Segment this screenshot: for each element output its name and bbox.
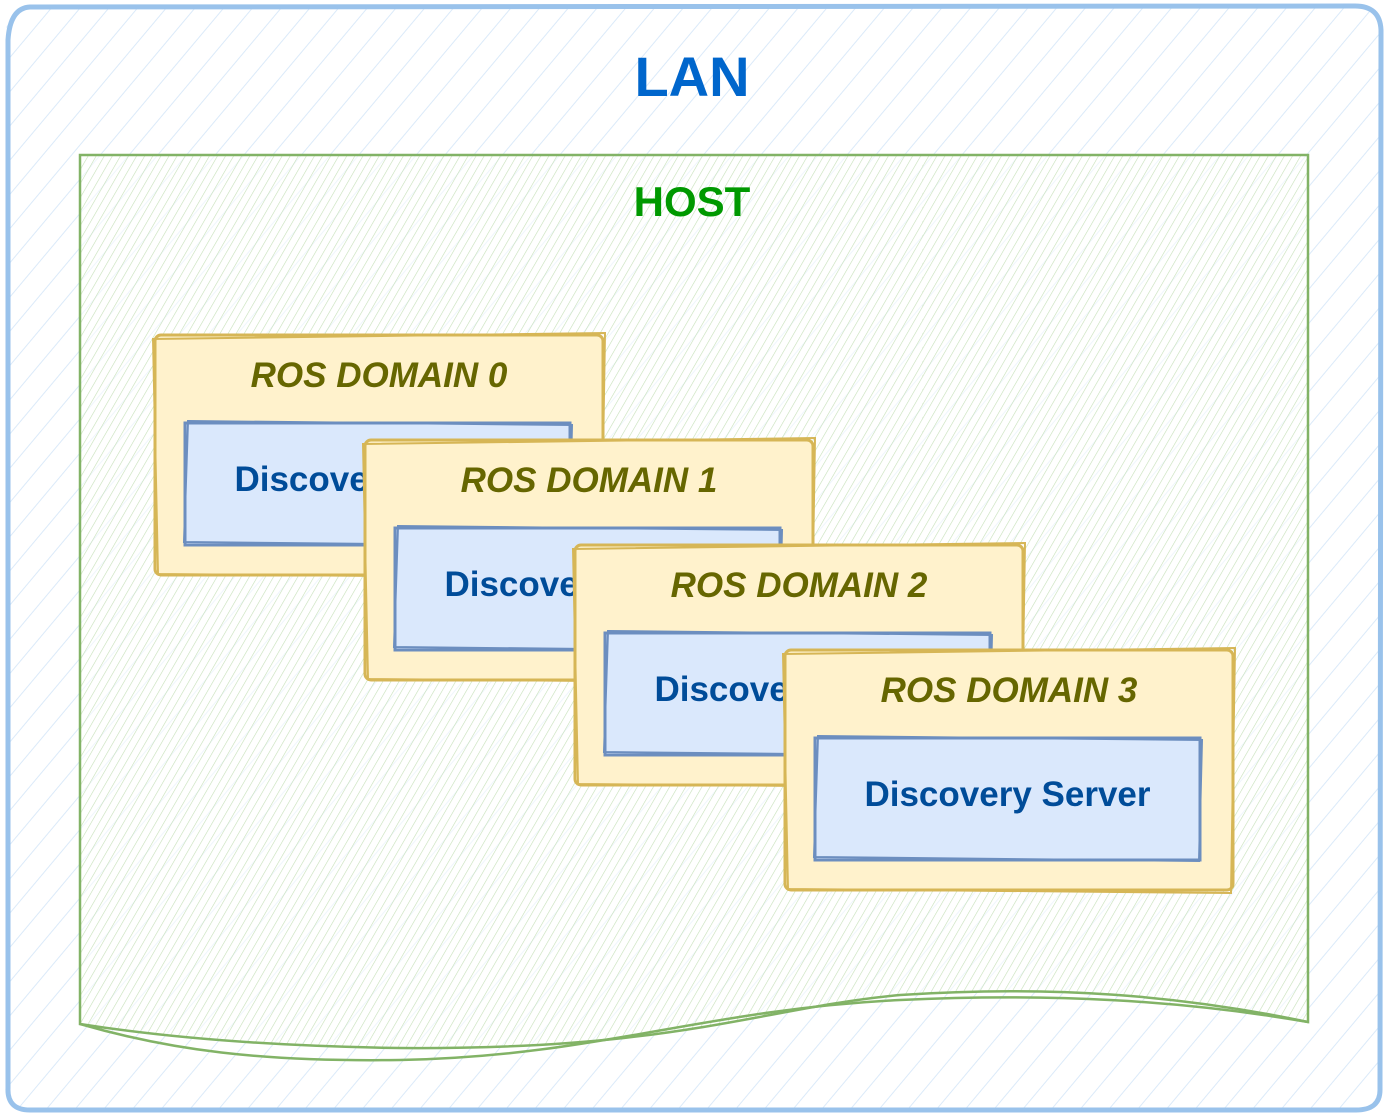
domain-title: ROS DOMAIN 2 xyxy=(671,566,928,605)
discovery-server-sketch xyxy=(812,734,1204,863)
discovery-server-label: Discovery Server xyxy=(864,775,1150,814)
lan-title: LAN xyxy=(634,45,749,108)
domain-title: ROS DOMAIN 1 xyxy=(461,461,718,500)
domain-title: ROS DOMAIN 3 xyxy=(881,671,1138,710)
domains-group: ROS DOMAIN 0 Discovery Server ROS DOMAIN 1… xyxy=(151,331,1237,895)
domain-title: ROS DOMAIN 0 xyxy=(251,356,508,395)
host-title: HOST xyxy=(634,178,751,225)
domain-box-sketch xyxy=(781,646,1237,895)
ros-domain-3[interactable]: ROS DOMAIN 3 Discovery Server xyxy=(781,646,1237,895)
